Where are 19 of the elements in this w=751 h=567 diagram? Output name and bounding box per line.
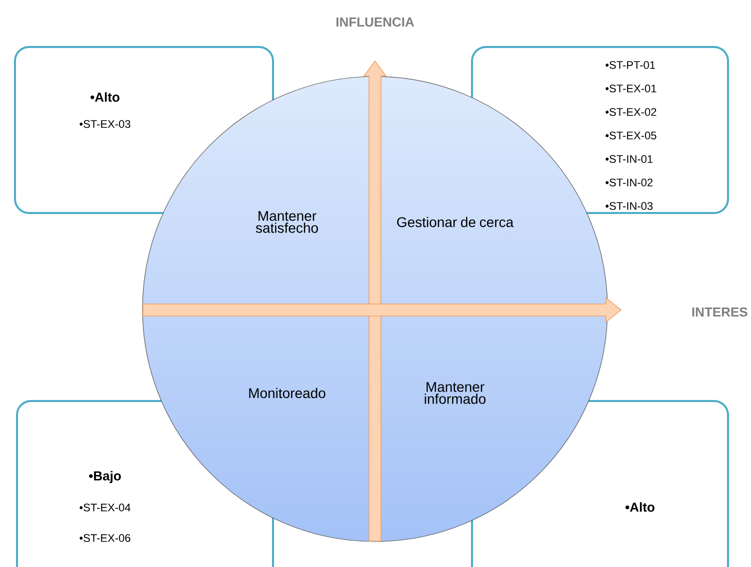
axis-label: INTERES [692,307,748,317]
bullet-item: •Alto [90,92,120,102]
bullet-item: •ST-EX-05 [606,132,656,140]
quadrant-label: Mantener satisfecho [256,211,318,233]
bullet-item: •ST-EX-03 [80,120,130,128]
quadrant-label: Gestionar de cerca [397,216,514,228]
bullet-item: •ST-EX-01 [606,84,656,92]
bullet-item: •ST-EX-06 [80,534,130,542]
bullet-item: •Bajo [89,470,121,484]
bullet-item: •ST-EX-02 [606,108,656,116]
axis-label: INFLUENCIA [336,17,414,27]
bullet-item: •ST-PT-01 [606,61,655,69]
bullet-item: •Alto [626,502,654,512]
quadrant-label: Monitoreado [249,388,326,398]
bullet-item: •ST-EX-04 [80,504,130,512]
bullet-item: •ST-IN-01 [606,155,653,163]
bullet-item: •ST-IN-03 [606,202,653,210]
bullet-item: •ST-IN-02 [606,178,653,186]
quadrant-label: Mantener informado [424,382,486,404]
